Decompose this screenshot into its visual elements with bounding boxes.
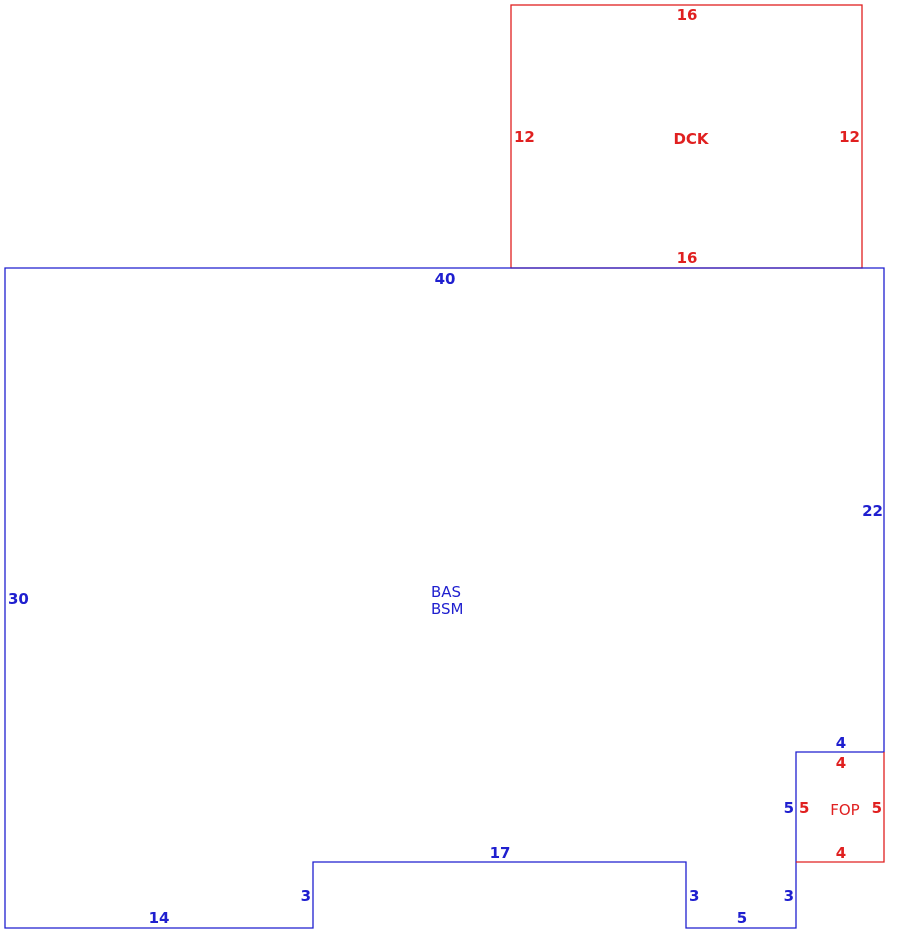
main-right-dimension: 22 [862, 502, 883, 520]
main-left-dimension: 30 [8, 590, 29, 608]
main-area-code-2: BSM [431, 600, 464, 618]
main-middle-dimension: 17 [490, 844, 511, 862]
porch-outline [796, 752, 885, 863]
porch-left-dimension: 5 [799, 799, 809, 817]
porch-bottom-dimension: 4 [836, 844, 846, 862]
porch-area: 4 5 5 4 FOP [796, 752, 885, 863]
main-notch-side-dimension: 5 [784, 799, 794, 817]
deck-area-code: DCK [673, 130, 709, 148]
deck-bottom-dimension: 16 [677, 249, 698, 267]
main-bottom-left-dimension: 14 [149, 909, 170, 927]
main-step-inner-dimension: 3 [689, 887, 699, 905]
deck-area: 16 12 12 16 DCK [510, 4, 863, 269]
main-step-left-dimension: 3 [301, 887, 311, 905]
main-area-code-1: BAS [431, 583, 461, 601]
main-bottom-right-dimension: 5 [737, 909, 747, 927]
deck-left-dimension: 12 [514, 128, 535, 146]
porch-right-dimension: 5 [872, 799, 882, 817]
porch-top-dimension: 4 [836, 754, 846, 772]
porch-area-code: FOP [830, 801, 859, 819]
main-area: 40 30 22 4 5 3 5 3 17 3 14 BAS BSM [4, 267, 885, 929]
main-outline [4, 267, 885, 929]
deck-top-dimension: 16 [677, 6, 698, 24]
main-notch-top-dimension: 4 [836, 734, 846, 752]
main-top-dimension: 40 [435, 270, 456, 288]
main-step-right-dimension: 3 [784, 887, 794, 905]
deck-right-dimension: 12 [839, 128, 860, 146]
